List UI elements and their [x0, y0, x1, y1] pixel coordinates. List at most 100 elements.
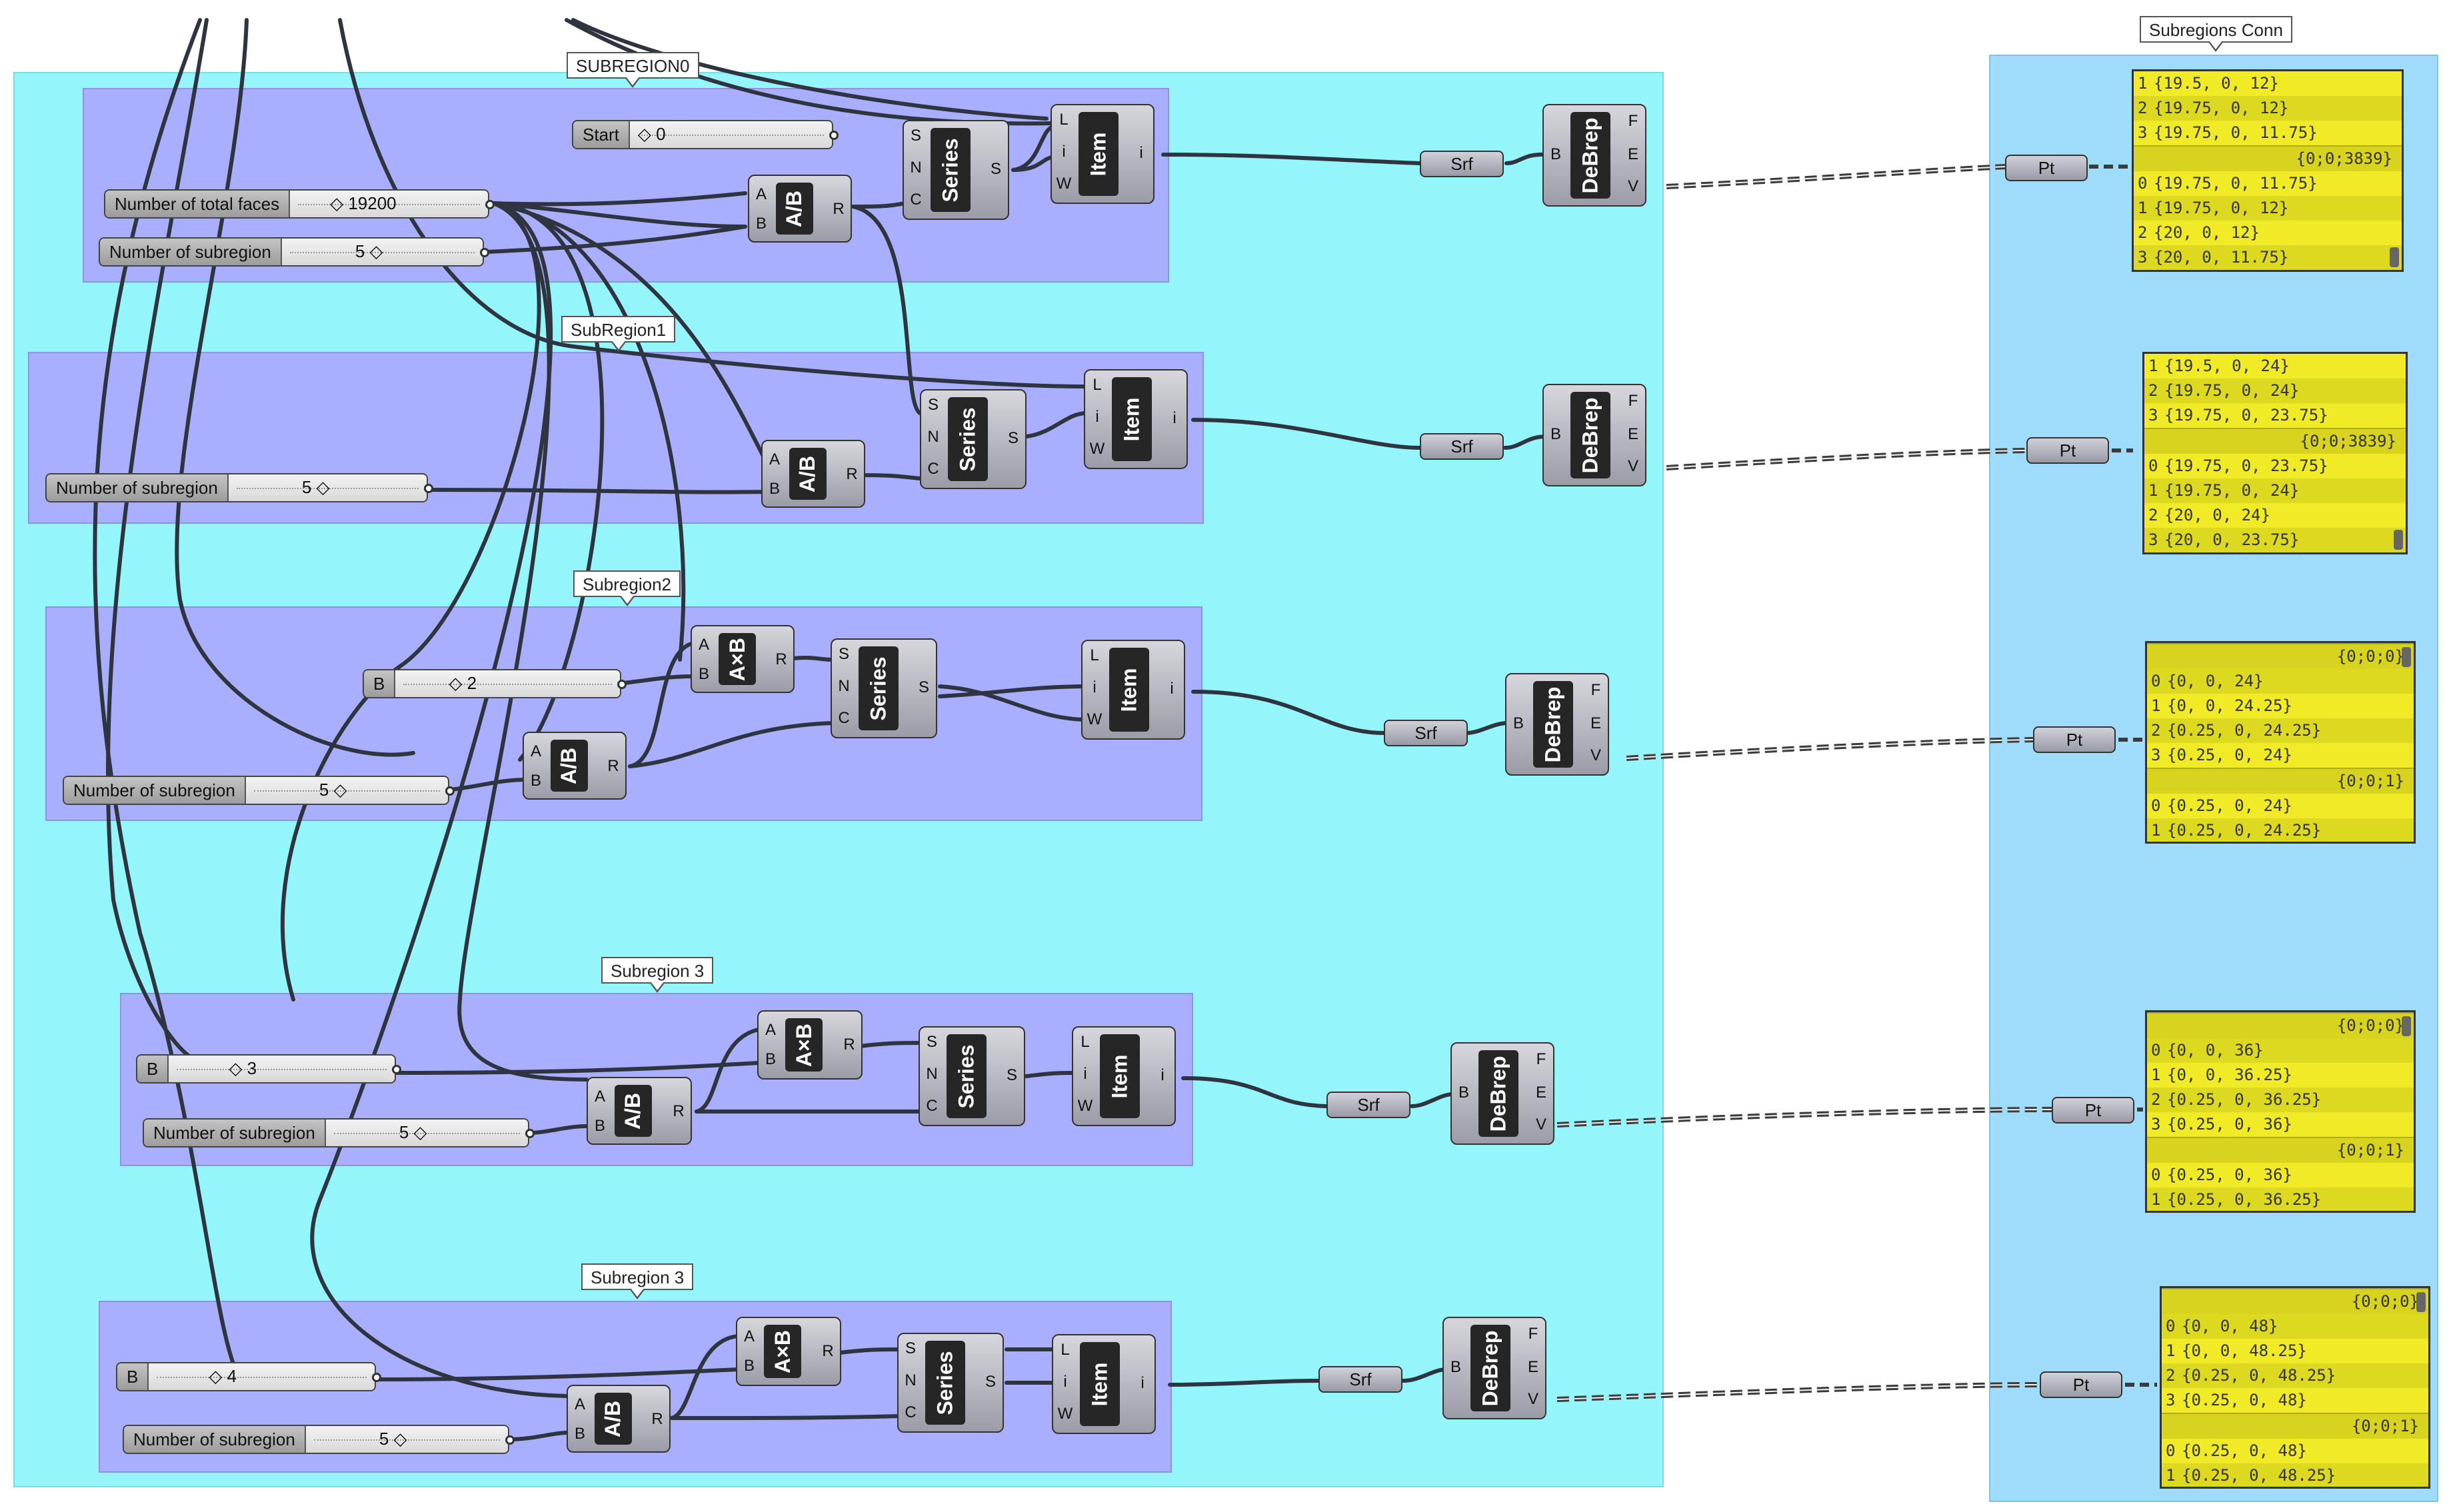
- panel-scrollbar[interactable]: [2402, 1016, 2411, 1036]
- input-s[interactable]: S: [926, 1033, 937, 1051]
- list-item-component-0[interactable]: L i W Item i: [1051, 104, 1155, 204]
- output-i[interactable]: i: [1173, 409, 1177, 427]
- output-f[interactable]: F: [1590, 681, 1601, 699]
- input-l[interactable]: L: [1059, 111, 1069, 129]
- surface-param-1[interactable]: Srf: [1420, 433, 1504, 460]
- input-w[interactable]: W: [1087, 710, 1103, 728]
- input-i[interactable]: i: [1093, 678, 1097, 696]
- slider-track[interactable]: ◇ 3: [169, 1056, 395, 1082]
- output-i[interactable]: i: [1141, 1374, 1145, 1392]
- output-f[interactable]: F: [1528, 1325, 1538, 1343]
- debrep-component-0[interactable]: B DeBrep F E V: [1542, 104, 1646, 207]
- input-w[interactable]: W: [1057, 1405, 1073, 1423]
- output-i[interactable]: i: [1161, 1066, 1165, 1084]
- output-port[interactable]: [829, 131, 839, 140]
- output-r[interactable]: R: [607, 757, 619, 775]
- input-b[interactable]: B: [743, 1357, 755, 1375]
- total-faces-slider[interactable]: Number of total faces ◇ 19200: [104, 189, 495, 219]
- slider-track[interactable]: ◇ 19200: [290, 191, 488, 217]
- output-s[interactable]: S: [1007, 429, 1019, 447]
- input-l[interactable]: L: [1081, 1033, 1090, 1051]
- subregion-count-slider-4[interactable]: Number of subregion 5 ◇: [123, 1425, 515, 1454]
- output-r[interactable]: R: [651, 1410, 663, 1428]
- subregion-count-slider-2[interactable]: Number of subregion 5 ◇: [63, 776, 455, 805]
- output-s[interactable]: S: [918, 678, 929, 696]
- input-b[interactable]: B: [1458, 1084, 1469, 1102]
- debrep-component-3[interactable]: B DeBrep F E V: [1450, 1042, 1554, 1145]
- output-r[interactable]: R: [775, 650, 787, 668]
- output-e[interactable]: E: [1627, 425, 1638, 443]
- input-a[interactable]: A: [769, 450, 780, 468]
- input-i[interactable]: i: [1063, 1373, 1067, 1391]
- output-e[interactable]: E: [1527, 1358, 1538, 1376]
- input-w[interactable]: W: [1056, 175, 1072, 193]
- input-a[interactable]: A: [743, 1327, 755, 1345]
- output-r[interactable]: R: [846, 465, 858, 483]
- output-f[interactable]: F: [1628, 392, 1638, 410]
- output-r[interactable]: R: [833, 200, 845, 218]
- input-b[interactable]: B: [530, 772, 541, 790]
- slider-track[interactable]: ◇ 2: [395, 670, 620, 697]
- input-s[interactable]: S: [838, 645, 849, 663]
- panel-scrollbar[interactable]: [2402, 647, 2411, 667]
- input-b[interactable]: B: [1512, 714, 1524, 732]
- input-n[interactable]: N: [905, 1371, 917, 1389]
- series-component-1[interactable]: S N C Series S: [920, 389, 1027, 489]
- point-param-1[interactable]: Pt: [2026, 437, 2109, 464]
- input-b[interactable]: B: [765, 1050, 776, 1068]
- slider-track[interactable]: 5 ◇: [228, 474, 427, 501]
- division-component-3[interactable]: A B A/B R: [587, 1077, 692, 1145]
- input-b[interactable]: B: [1550, 425, 1561, 443]
- input-a[interactable]: A: [765, 1021, 776, 1039]
- point-param-2[interactable]: Pt: [2033, 726, 2116, 753]
- input-w[interactable]: W: [1077, 1097, 1093, 1115]
- input-n[interactable]: N: [927, 428, 939, 446]
- slider-track[interactable]: ◇ 0: [629, 121, 832, 148]
- output-port[interactable]: [392, 1065, 401, 1074]
- output-v[interactable]: V: [1627, 457, 1638, 475]
- division-component-0[interactable]: A B A/B R: [748, 175, 852, 243]
- multiplication-component-3[interactable]: A B A×B R: [757, 1010, 863, 1080]
- input-c[interactable]: C: [927, 460, 939, 478]
- multiplication-component-2[interactable]: A B A×B R: [691, 625, 795, 693]
- slider-track[interactable]: ◇ 4: [149, 1363, 375, 1390]
- input-s[interactable]: S: [905, 1339, 916, 1357]
- b-slider-4[interactable]: B ◇ 4: [116, 1362, 381, 1391]
- series-component-4[interactable]: S N C Series S: [897, 1333, 1004, 1433]
- input-a[interactable]: A: [574, 1395, 585, 1413]
- output-port[interactable]: [372, 1373, 381, 1382]
- subregion-count-slider-3[interactable]: Number of subregion 5 ◇: [143, 1118, 535, 1147]
- output-port[interactable]: [480, 248, 489, 257]
- input-w[interactable]: W: [1089, 440, 1105, 458]
- input-s[interactable]: S: [910, 127, 921, 145]
- output-v[interactable]: V: [1590, 746, 1601, 764]
- series-component-0[interactable]: S N C Series S: [903, 120, 1009, 220]
- output-v[interactable]: V: [1527, 1390, 1538, 1408]
- output-port[interactable]: [445, 786, 455, 796]
- list-item-component-2[interactable]: L i W Item i: [1081, 640, 1185, 740]
- output-s[interactable]: S: [985, 1373, 996, 1391]
- output-port[interactable]: [485, 200, 495, 209]
- slider-track[interactable]: 5 ◇: [325, 1120, 528, 1146]
- panel-scrollbar[interactable]: [2416, 1292, 2426, 1312]
- input-l[interactable]: L: [1061, 1341, 1070, 1359]
- debrep-component-2[interactable]: B DeBrep F E V: [1505, 673, 1609, 776]
- output-port[interactable]: [617, 680, 627, 689]
- division-component-1[interactable]: A B A/B R: [761, 440, 865, 508]
- slider-track[interactable]: 5 ◇: [245, 777, 448, 804]
- b-slider-2[interactable]: B ◇ 2: [363, 669, 627, 698]
- data-panel-2[interactable]: {0;0;0}0{0, 0, 24}1{0, 0, 24.25}2{0.25, …: [2145, 641, 2416, 844]
- surface-param-4[interactable]: Srf: [1318, 1366, 1402, 1393]
- debrep-component-1[interactable]: B DeBrep F E V: [1542, 384, 1646, 486]
- surface-param-0[interactable]: Srf: [1420, 151, 1504, 177]
- input-c[interactable]: C: [905, 1403, 917, 1421]
- input-n[interactable]: N: [910, 159, 922, 177]
- output-e[interactable]: E: [1535, 1084, 1546, 1102]
- input-b[interactable]: B: [755, 215, 767, 233]
- series-component-2[interactable]: S N C Series S: [831, 638, 937, 738]
- multiplication-component-4[interactable]: A B A×B R: [736, 1317, 841, 1386]
- output-i[interactable]: i: [1139, 144, 1143, 162]
- input-l[interactable]: L: [1090, 646, 1099, 664]
- output-v[interactable]: V: [1535, 1116, 1546, 1134]
